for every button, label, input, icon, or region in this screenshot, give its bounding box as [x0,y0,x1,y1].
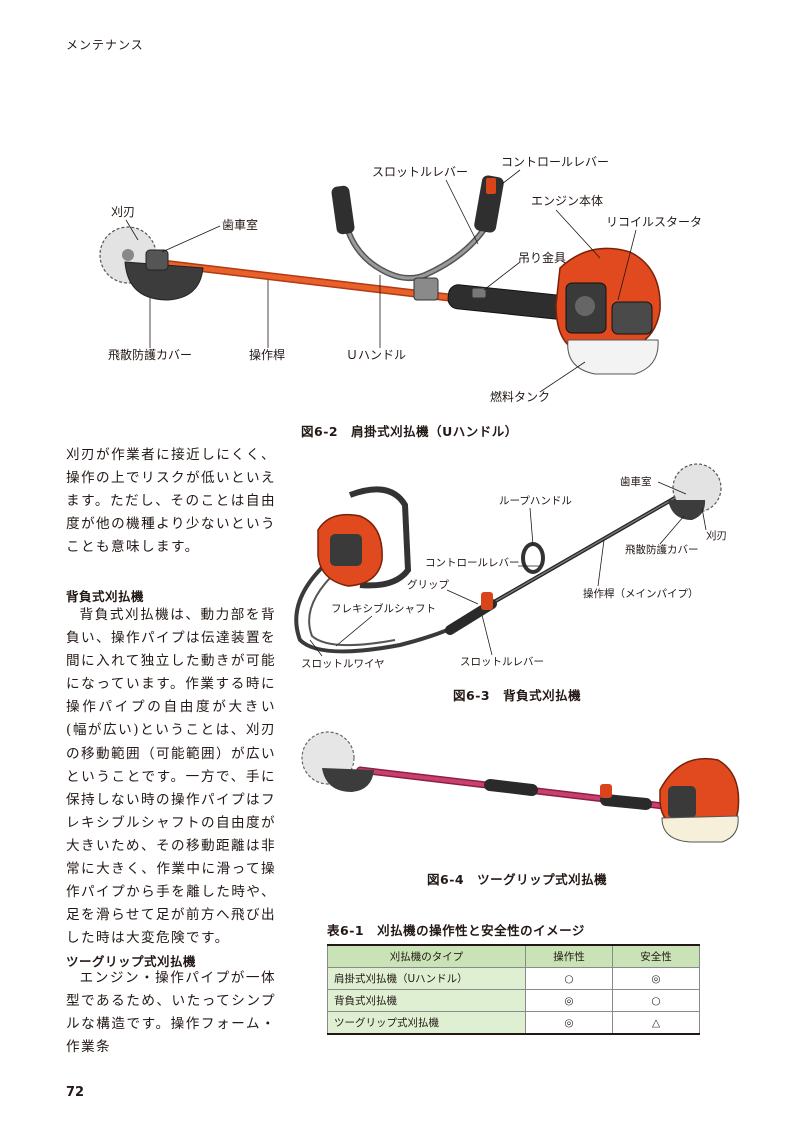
fig63-label-control-lever: コントロールレバー [425,557,520,569]
fig64-caption: 図6-4 ツーグリップ式刈払機 [427,872,608,887]
fig64-illustration [301,731,740,843]
fig62-label-guard-cover: 飛散防護カバー [108,347,192,362]
table-cell-operability: ◎ [525,1011,613,1035]
fig63-label-grip: グリップ [407,578,449,591]
table-cell-operability: ○ [525,967,613,990]
fig63-label-shaft: 操作桿（メインパイプ） [583,587,699,600]
table-header-safety: 安全性 [612,944,700,968]
fig62-label-gearbox: 歯車室 [222,217,258,232]
table-row: 背負式刈払機 ◎ ○ [327,989,700,1012]
fig62-label-blade: 刈刃 [111,205,135,219]
fig62-label-shaft: 操作桿 [249,347,285,362]
fig63-label-throttle-lever: スロットルレバー [460,656,544,668]
table-header-type: 刈払機のタイプ [327,944,526,968]
running-head: メンテナンス [66,38,144,52]
fig62-labels: 刈刃 歯車室 スロットルレバー コントロールレバー エンジン本体 リコイルスター… [108,155,702,404]
paragraph-backpack: 背負式刈払機は、動力部を背負い、操作パイプは伝達装置を間に入れて独立した動きが可… [66,607,276,947]
table-row: 肩掛式刈払機（Uハンドル） ○ ◎ [327,967,700,990]
fig63-labels: 歯車室 ループハンドル 刈刃 飛散防護カバー コントロールレバー グリップ 操作… [301,475,727,670]
table-cell-safety: ○ [612,989,700,1012]
body-paragraph-backpack: 背負式刈払機は、動力部を背負い、操作パイプは伝達装置を間に入れて独立した動きが可… [66,604,276,950]
fig62-label-throttle-lever: スロットルレバー [372,165,468,179]
body-paragraph-twogrip: エンジン・操作パイプが一体型であるため、いたってシンプルな構造です。操作フォーム… [66,967,276,1059]
paragraph-intro: 刈刃が作業者に接近しにくく、操作の上でリスクが低いといえます。ただし、そのことは… [66,447,276,556]
table-row: ツーグリップ式刈払機 ◎ △ [327,1011,700,1035]
fig62-caption: 図6-2 肩掛式刈払機（Uハンドル） [301,424,518,439]
fig63-label-gearbox: 歯車室 [620,475,652,488]
fig62-illustration [99,175,661,375]
table-cell-safety: ◎ [612,967,700,990]
fig62-label-u-handle: Ｕハンドル [346,348,406,362]
table-header-operability: 操作性 [525,944,613,968]
fig63-label-blade: 刈刃 [706,529,727,542]
table-cell-type: 背負式刈払機 [327,989,526,1012]
table-cell-safety: △ [612,1011,700,1035]
table-cell-type: 肩掛式刈払機（Uハンドル） [327,967,526,990]
heading-backpack: 背負式刈払機 [66,589,145,604]
fig63-label-guard-cover: 飛散防護カバー [625,543,699,556]
table-caption: 表6-1 刈払機の操作性と安全性のイメージ [327,923,585,938]
fig62-label-hanger: 吊り金具 [518,250,566,265]
fig62-label-control-lever: コントロールレバー [501,155,609,169]
table-header-row: 刈払機のタイプ 操作性 安全性 [327,944,700,968]
table-cell-operability: ◎ [525,989,613,1012]
table-cell-type: ツーグリップ式刈払機 [327,1011,526,1035]
body-paragraph-1: 刈刃が作業者に接近しにくく、操作の上でリスクが低いといえます。ただし、そのことは… [66,444,276,559]
paragraph-twogrip: エンジン・操作パイプが一体型であるため、いたってシンプルな構造です。操作フォーム… [66,970,276,1056]
fig63-caption: 図6-3 背負式刈払機 [453,688,582,703]
fig62-label-engine-body: エンジン本体 [531,194,603,208]
page-number: 72 [66,1085,85,1100]
fig62-label-fuel-tank: 燃料タンク [490,389,550,404]
fig63-label-flexible-shaft: フレキシブルシャフト [331,602,436,615]
fig63-label-loop-handle: ループハンドル [499,495,572,507]
fig62-label-recoil-starter: リコイルスタータ [606,215,702,229]
fig63-label-throttle-wire: スロットルワイヤ [301,658,385,670]
heading-twogrip: ツーグリップ式刈払機 [66,954,197,969]
comparison-table: 刈払機のタイプ 操作性 安全性 肩掛式刈払機（Uハンドル） ○ ◎ 背負式刈払機… [327,944,700,1035]
fig63-illustration [294,463,722,654]
